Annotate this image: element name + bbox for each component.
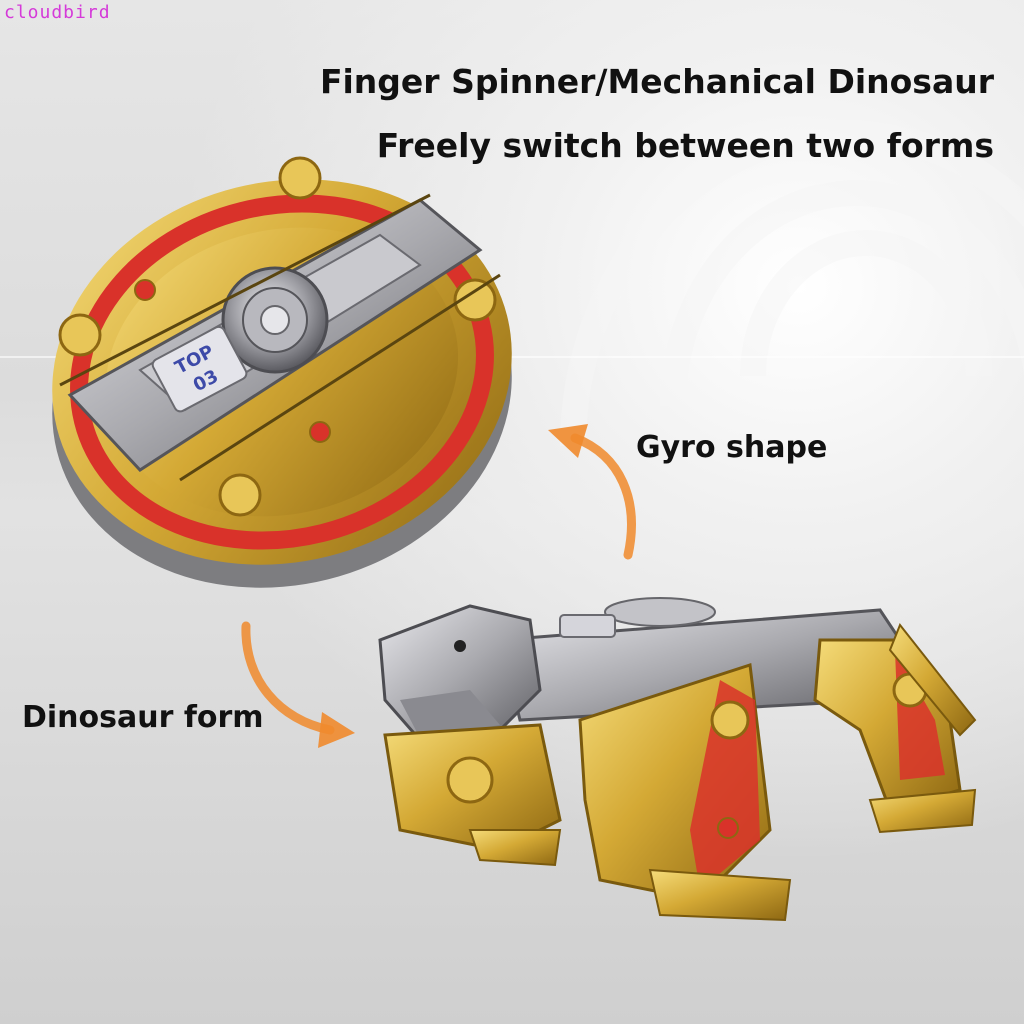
curved-arrow-up-icon (548, 424, 636, 560)
headline-line-1: Finger Spinner/Mechanical Dinosaur (319, 62, 994, 101)
watermark: cloudbird (4, 2, 111, 23)
floor-reflection (0, 356, 1024, 358)
curved-arrow-down-icon (241, 621, 355, 748)
dinosaur-toy (378, 597, 977, 922)
spinner-toy: TOP 03 (52, 156, 512, 588)
dinosaur-form-label: Dinosaur form (22, 700, 264, 735)
headline-line-2: Freely switch between two forms (376, 126, 994, 165)
gyro-shape-label: Gyro shape (636, 430, 828, 465)
